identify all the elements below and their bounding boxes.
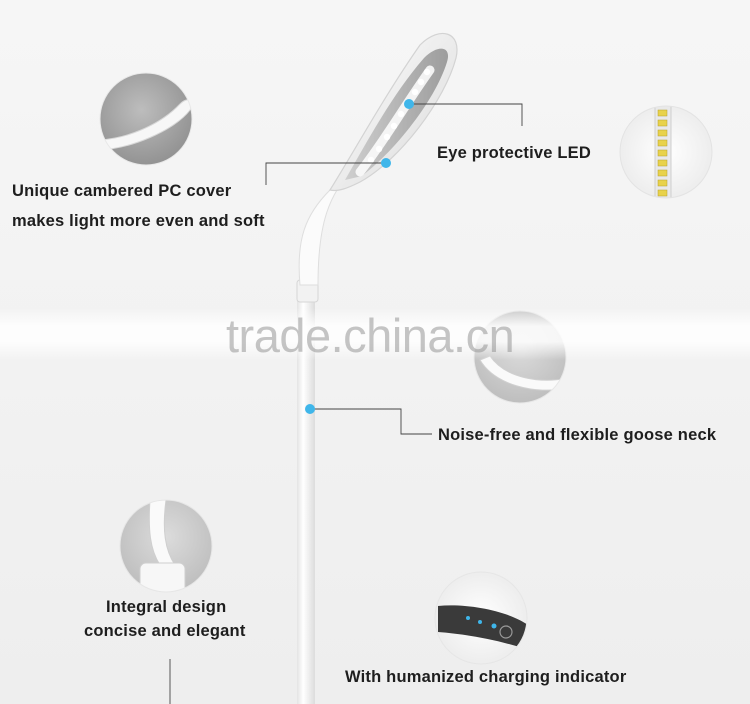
charging-detail-circle [435, 572, 527, 664]
led-label: Eye protective LED [437, 144, 591, 162]
feature-markers [305, 99, 414, 414]
lamp-pole [297, 290, 315, 704]
cover-label-line2: makes light more even and soft [12, 212, 265, 230]
led-detail-circle [620, 106, 712, 198]
leader-lines [169, 103, 523, 704]
cover-label-line1: Unique cambered PC cover [12, 182, 232, 200]
charging-label: With humanized charging indicator [345, 668, 627, 686]
cover-detail-circle [100, 73, 192, 165]
integral-label-line1: Integral design [106, 598, 227, 616]
integral-label-line2: concise and elegant [84, 622, 246, 640]
integral-detail-circle [120, 500, 212, 592]
watermark-band [0, 308, 750, 360]
neck-label: Noise-free and flexible goose neck [438, 426, 717, 444]
watermark-text: trade.china.cn [226, 309, 515, 362]
